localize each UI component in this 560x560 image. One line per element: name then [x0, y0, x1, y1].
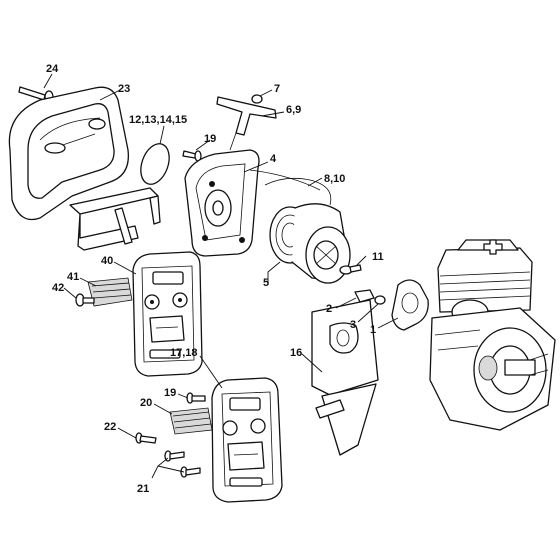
callout-12-15: 12,13,14,15 [129, 114, 187, 126]
part-19-screw-lower [186, 392, 206, 404]
callout-labels: 24 23 12,13,14,15 19 7 6,9 4 8,10 5 11 2… [46, 63, 384, 495]
leader-lines [43, 73, 399, 479]
callout-42: 42 [52, 282, 64, 294]
callout-11: 11 [372, 251, 384, 263]
callout-23: 23 [118, 83, 130, 95]
part-1-carrier [391, 279, 429, 331]
callout-20: 20 [140, 397, 152, 409]
callout-8-10: 8,10 [324, 173, 345, 185]
callout-19-lower: 19 [164, 387, 176, 399]
callout-21: 21 [137, 483, 149, 495]
callout-22: 22 [104, 421, 116, 433]
callout-19-top: 19 [204, 133, 216, 145]
part-21-screws [164, 450, 201, 478]
part-8-10-rope [264, 177, 332, 206]
callout-2: 2 [326, 303, 332, 315]
part-19-screw-top [182, 150, 202, 162]
callout-41: 41 [67, 271, 79, 283]
part-22-screw [135, 432, 157, 444]
part-11-screw [339, 264, 362, 275]
part-3-spring [374, 295, 386, 305]
part-2-pawl [354, 289, 375, 303]
callout-24: 24 [46, 63, 59, 75]
callout-7: 7 [274, 83, 280, 95]
part-42-screw [75, 293, 95, 307]
part-17-18-muffler [211, 377, 283, 503]
callout-4: 4 [270, 153, 277, 165]
callout-40: 40 [101, 255, 113, 267]
part-23-shroud [8, 86, 161, 251]
engine-assembly [429, 239, 556, 431]
callout-1: 1 [370, 324, 376, 336]
part-12-15-gasket [140, 143, 170, 185]
callout-6-9: 6,9 [286, 104, 301, 116]
part-40-muffler-cover [132, 251, 203, 377]
callout-17-18: 17,18 [170, 347, 198, 359]
part-20-screen [169, 407, 213, 435]
part-4-fan-housing [184, 149, 321, 257]
callout-3: 3 [350, 319, 356, 331]
part-7-6-9-starter-grip [216, 94, 277, 151]
part-5-rope-rotor [269, 203, 351, 284]
callout-5: 5 [263, 277, 269, 289]
part-16-heat-shield [311, 299, 379, 456]
callout-16: 16 [290, 347, 302, 359]
